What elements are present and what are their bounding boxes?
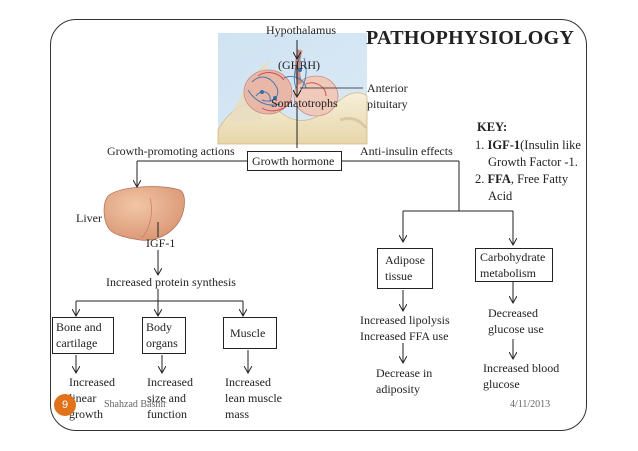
growth-hormone-label: Growth hormone: [252, 154, 335, 168]
pituitary-illustration: [217, 33, 368, 145]
carb-label-line1: Carbohydrate: [480, 250, 546, 264]
author-footer: Shahzad Bashir: [104, 399, 167, 410]
anti-insulin-label: Anti-insulin effects: [360, 144, 453, 158]
key-item-1-number: 1.: [475, 138, 485, 152]
glucose-use-line2: glucose use: [488, 322, 544, 336]
anterior-label: Anterior: [367, 81, 408, 95]
liver-illustration: [103, 186, 185, 241]
body-organs-box: Body organs: [142, 317, 186, 354]
page-number-badge: 9: [54, 394, 76, 416]
liver-label: Liver: [76, 211, 102, 225]
muscle-outcome-line2: lean muscle: [225, 391, 282, 405]
bone-label-line2: cartilage: [56, 336, 98, 350]
key-item-1: 1. IGF-1(Insulin like: [475, 138, 581, 153]
key-item-2-term: FFA: [487, 172, 511, 186]
adipose-label-line1: Adipose: [385, 253, 425, 267]
body-outcome-line1: Increased: [147, 375, 193, 389]
bone-outcome-line1: Increased: [69, 375, 115, 389]
igf1-label: IGF-1: [146, 236, 176, 250]
adiposity-line2: adiposity: [376, 382, 420, 396]
bone-cartilage-box: Bone and cartilage: [52, 317, 114, 354]
blood-glucose-line1: Increased blood: [483, 361, 560, 375]
body-outcome-line2: size and: [147, 391, 186, 405]
ghrh-label: (GHRH): [278, 58, 320, 72]
protein-synthesis-label: Increased protein synthesis: [106, 275, 236, 289]
body-outcome-line3: function: [147, 407, 187, 421]
pituitary-label: pituitary: [367, 97, 408, 111]
key-item-2-text: , Free Fatty: [510, 172, 569, 186]
adiposity-line1: Decrease in: [376, 366, 433, 380]
muscle-outcome-line1: Increased: [225, 375, 271, 389]
key-heading: KEY:: [477, 120, 508, 134]
somatotrophs-label: Somatotrophs: [271, 96, 338, 110]
key-item-1-line2: Growth Factor -1.: [488, 155, 578, 169]
key-item-1-term: IGF-1: [487, 138, 521, 152]
key-item-1-text: (Insulin like: [520, 138, 581, 152]
growth-promoting-label: Growth-promoting actions: [107, 144, 235, 158]
carb-label-line2: metabolism: [480, 266, 536, 280]
body-label-line2: organs: [146, 336, 178, 350]
muscle-label: Muscle: [230, 326, 266, 340]
blood-glucose-line2: glucose: [483, 377, 520, 391]
adipose-label-line2: tissue: [385, 269, 413, 283]
carbohydrate-metabolism-box: Carbohydrate metabolism: [475, 248, 553, 282]
bone-outcome-line3: growth: [69, 407, 103, 421]
bone-label-line1: Bone and: [56, 320, 102, 334]
glucose-use-line1: Decreased: [488, 306, 538, 320]
slide-title: PATHOPHYSIOLOGY: [366, 27, 575, 49]
bone-outcome-line2: linear: [69, 391, 97, 405]
body-label-line1: Body: [146, 320, 173, 334]
key-item-2: 2. FFA, Free Fatty: [475, 172, 568, 187]
growth-hormone-box: Growth hormone: [247, 151, 342, 171]
lipolysis-line1: Increased lipolysis: [360, 313, 450, 327]
date-footer: 4/11/2013: [510, 399, 551, 410]
key-item-2-number: 2.: [475, 172, 485, 186]
adipose-tissue-box: Adipose tissue: [377, 248, 433, 289]
lipolysis-line2: Increased FFA use: [360, 329, 449, 343]
muscle-box: Muscle: [223, 317, 277, 349]
connector-lines: [76, 40, 513, 372]
key-item-2-line2: Acid: [488, 189, 513, 203]
muscle-outcome-line3: mass: [225, 407, 249, 421]
hypothalamus-label: Hypothalamus: [266, 23, 336, 37]
